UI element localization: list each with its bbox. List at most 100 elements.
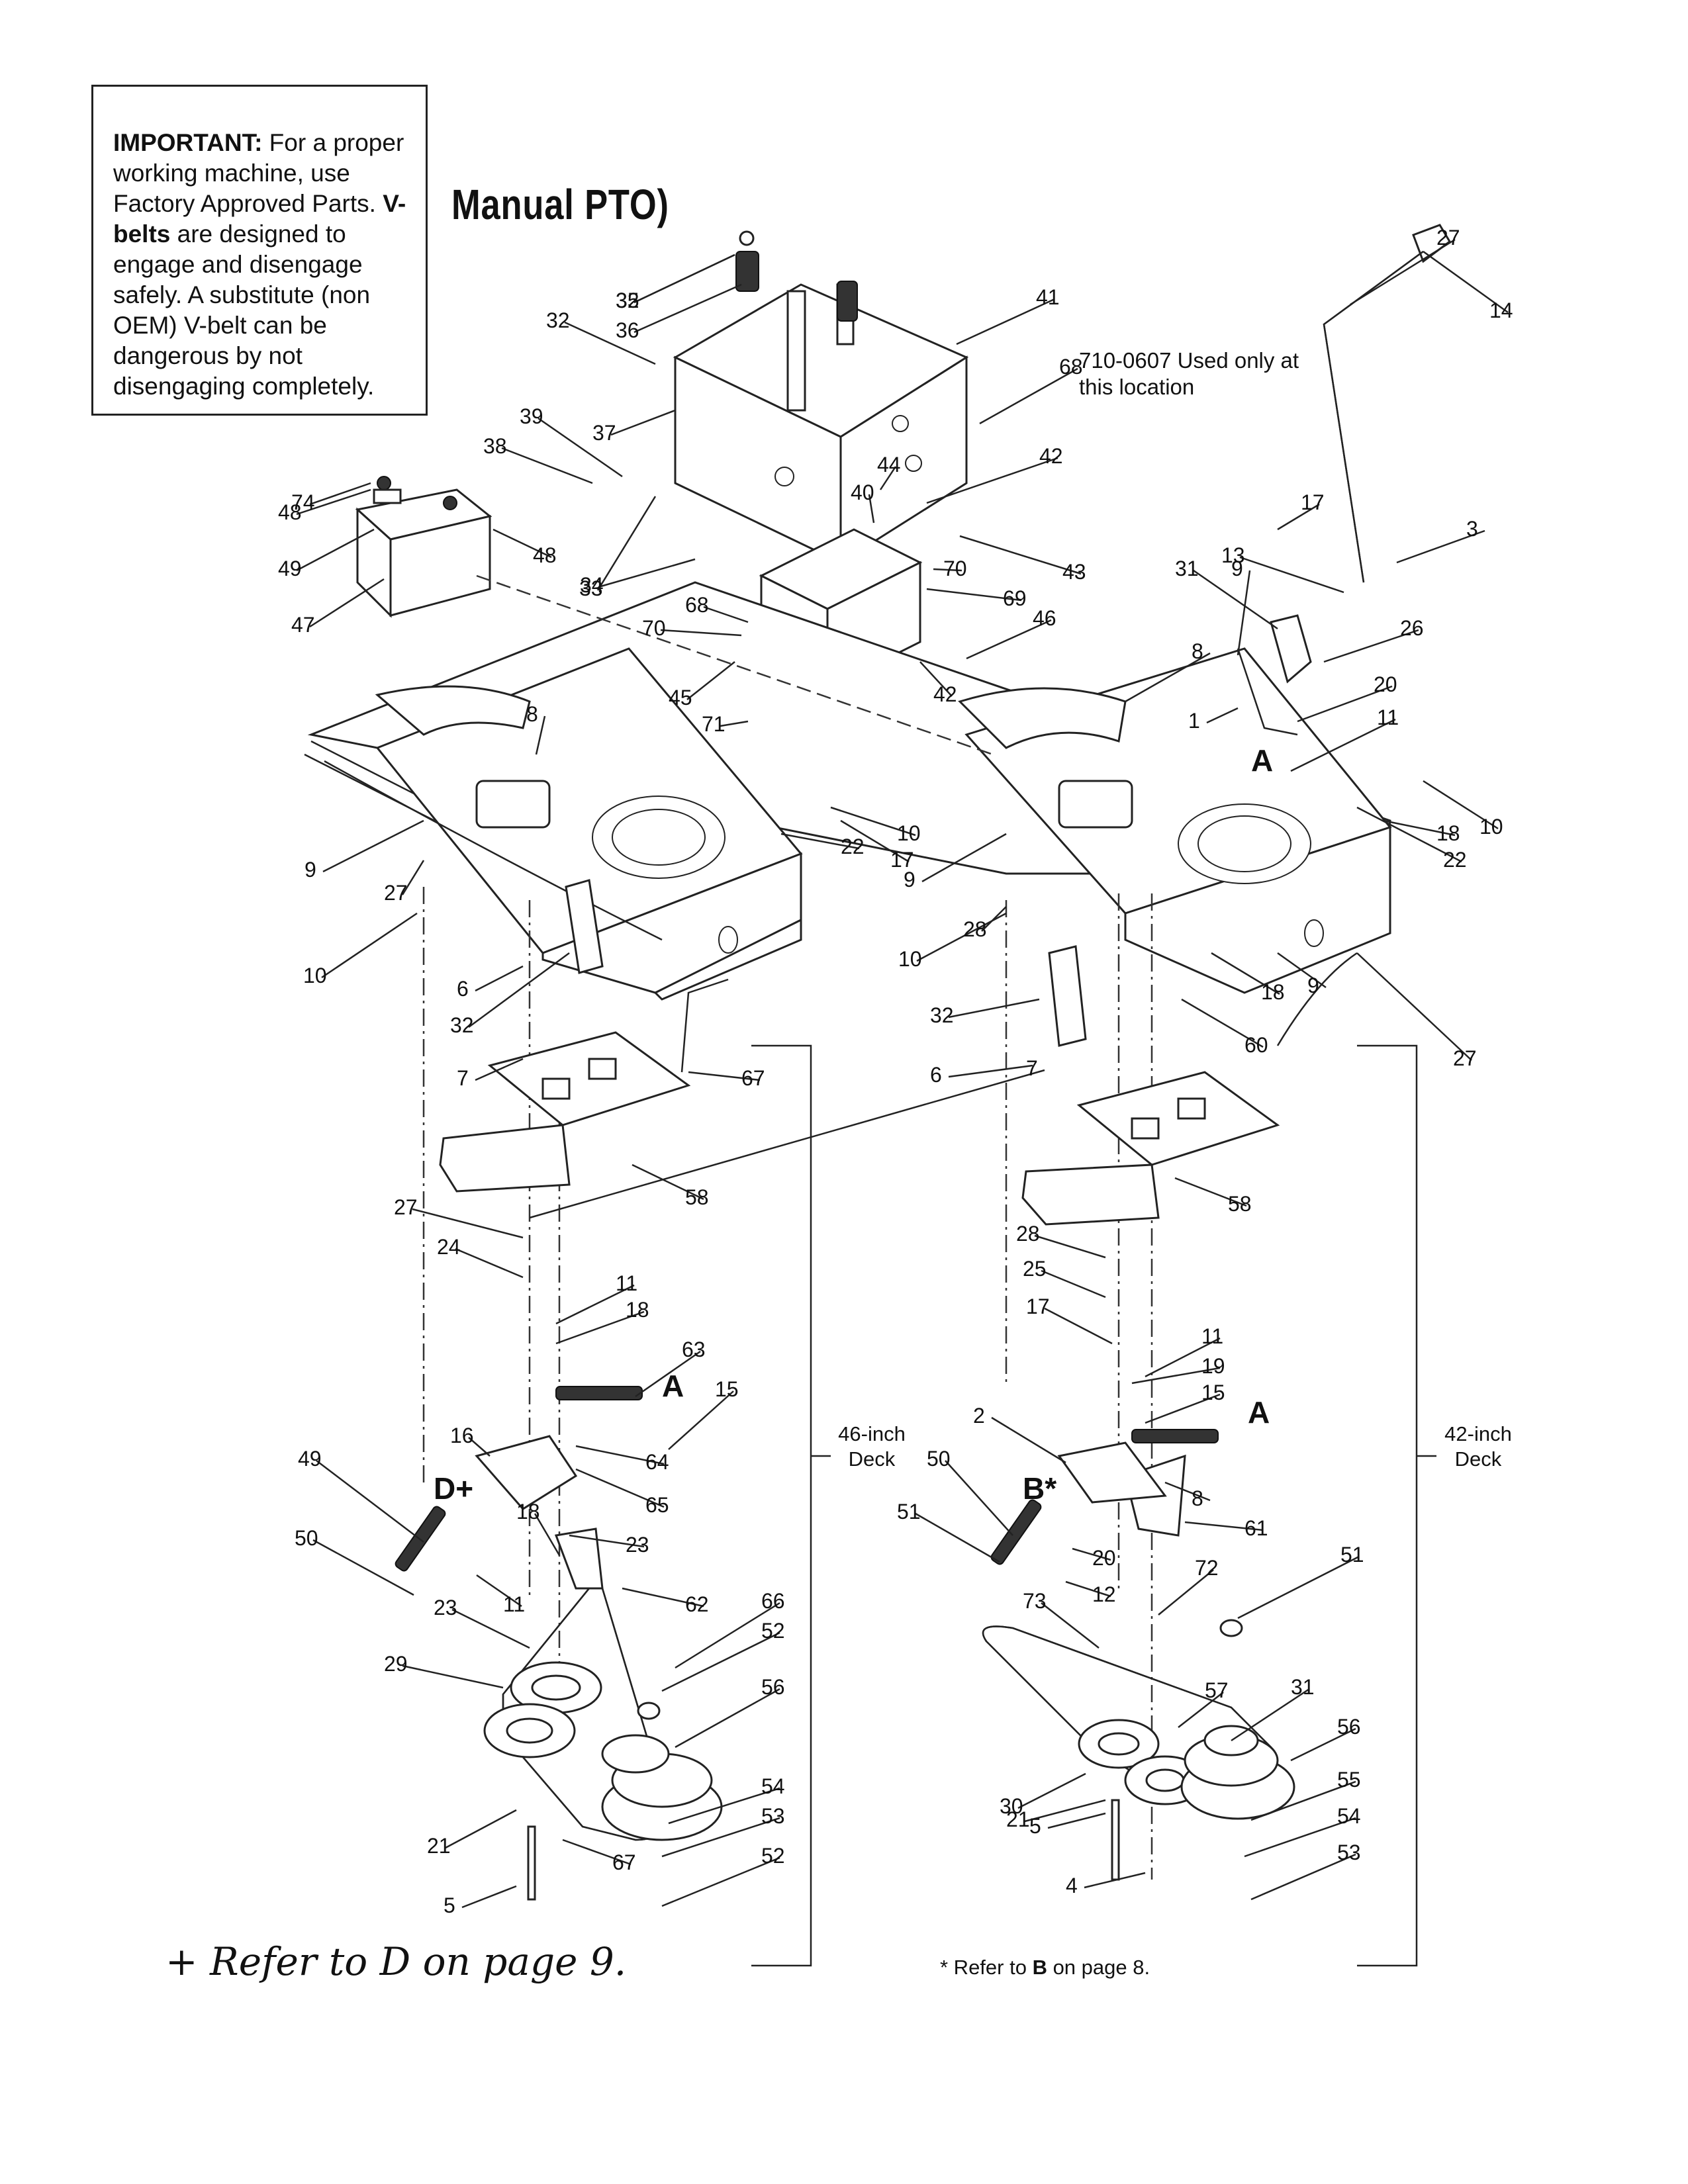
spring-48-right [990, 1499, 1042, 1565]
part-number-label: 40 [851, 480, 874, 504]
part-number-label: 27 [1436, 226, 1460, 250]
part-number-label: 58 [685, 1185, 709, 1209]
part-number-label: 66 [761, 1589, 785, 1613]
leader-line [981, 906, 1007, 932]
leader-line [1145, 1393, 1221, 1424]
part-number-label: 39 [520, 404, 543, 428]
leader-line [534, 1513, 561, 1556]
leader-line [538, 417, 623, 478]
part-number-label: 49 [278, 557, 302, 580]
part-number-label: 35 [616, 289, 639, 312]
part-number-label: 54 [1337, 1804, 1361, 1828]
part-number-label: 9 [305, 858, 316, 882]
part-number-label: 68 [685, 593, 709, 617]
leader-line [1181, 998, 1264, 1048]
ref-b-prefix: * Refer to [940, 1956, 1033, 1979]
letter-mark: A [1248, 1395, 1270, 1430]
letter-mark: B* [1023, 1471, 1056, 1506]
deck-label-42: 42-inch Deck [1444, 1422, 1512, 1471]
note-710-0607: 710-0607 Used only at this location [1079, 348, 1299, 399]
idler-bracket-46 [439, 1031, 691, 1193]
leader-line [575, 1468, 665, 1508]
part-number-label: 11 [1201, 1324, 1223, 1348]
leader-line [569, 1534, 645, 1548]
leader-line [720, 720, 749, 727]
part-number-label: 49 [298, 1447, 322, 1471]
part-number-label: 62 [685, 1592, 709, 1616]
leader-line [991, 1416, 1066, 1464]
leader-line [596, 496, 657, 591]
part-number-label: 27 [394, 1195, 418, 1219]
leader-line [309, 482, 371, 506]
link-1 [1237, 648, 1298, 736]
leader-line [668, 1787, 780, 1825]
idler-arm-62 [475, 1435, 578, 1510]
spring-60 [555, 1386, 643, 1400]
part-number-label: 5 [444, 1893, 455, 1917]
part-number-label: 54 [761, 1774, 785, 1798]
letter-mark: A [662, 1369, 684, 1403]
part-number-label: 6 [457, 977, 469, 1001]
part-number-label: 36 [616, 318, 639, 342]
part-number-label: 67 [741, 1066, 765, 1090]
part-number-label: 28 [1016, 1222, 1040, 1246]
leader-line [933, 568, 962, 572]
leader-line [1158, 1569, 1214, 1615]
leader-line [1323, 629, 1419, 663]
leader-line [1034, 1234, 1106, 1259]
leader-line [1174, 1177, 1247, 1207]
part-number-label: 3 [1466, 517, 1478, 541]
letter-mark: A [1251, 743, 1273, 778]
part-number-label: 26 [1400, 616, 1424, 640]
leader-line [1350, 238, 1456, 306]
part-number-label: 52 [761, 1619, 785, 1643]
leader-line [1041, 1269, 1106, 1298]
important-label: IMPORTANT: [113, 129, 263, 156]
leader-line [1423, 780, 1499, 830]
part-number-label: 10 [1479, 815, 1503, 839]
pulley-set-42 [982, 1619, 1295, 1820]
part-number-label: 65 [645, 1493, 669, 1517]
part-number-label: 41 [1036, 285, 1060, 309]
pulley-set-46 [483, 1587, 723, 1841]
part-number-label: 7 [1026, 1056, 1038, 1080]
leader-line [1047, 1812, 1106, 1829]
leader-line [660, 629, 742, 637]
page-title: Manual PTO) [451, 181, 669, 228]
part-number-label: 72 [1195, 1556, 1219, 1580]
leader-line [830, 806, 916, 837]
vbelts-label: V-belts [113, 190, 406, 248]
leader-line [1423, 250, 1509, 314]
leader-line [468, 952, 570, 1028]
deck-bracket-42 [1357, 1044, 1418, 1967]
part-number-label: 68 [1059, 355, 1083, 379]
leader-line [564, 321, 656, 365]
part-number-label: 45 [669, 686, 692, 709]
spring-14 [1131, 1429, 1219, 1443]
part-number-label: 23 [434, 1596, 457, 1619]
part-number-label: 57 [1205, 1678, 1229, 1702]
letter-mark: D+ [434, 1471, 473, 1506]
part-number-label: 56 [1337, 1715, 1361, 1739]
leader-line [475, 965, 524, 992]
leader-line [686, 661, 735, 700]
part-number-label: 11 [616, 1271, 637, 1295]
leader-line [668, 1390, 734, 1450]
leader-line [926, 588, 1022, 602]
part-number-label: 6 [930, 1063, 942, 1087]
bolt-5-right [1111, 1799, 1120, 1881]
part-number-label: 29 [384, 1652, 408, 1676]
leader-line [445, 1809, 517, 1849]
ref-b-note: * Refer to B on page 8. [940, 1956, 1150, 1979]
deck-label-46: 46-inch Deck [838, 1422, 906, 1471]
leader-line [412, 1208, 524, 1239]
part-number-label: 32 [930, 1003, 954, 1027]
leader-line [296, 528, 375, 572]
leader-line [610, 409, 676, 436]
part-number-label: 21 [1006, 1807, 1030, 1831]
leader-line [948, 1064, 1033, 1078]
leader-line [622, 1587, 704, 1608]
leader-line [956, 298, 1055, 345]
part-number-label: 1 [1188, 709, 1200, 733]
part-number-label: 27 [384, 881, 408, 905]
